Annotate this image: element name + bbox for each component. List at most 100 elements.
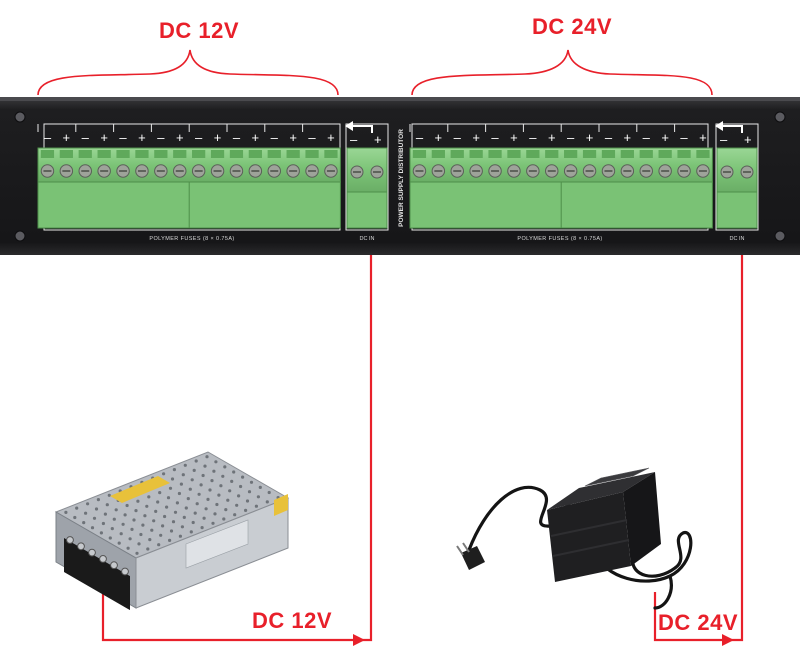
terminal-wire-entry	[582, 150, 597, 158]
terminal-wire-entry	[97, 150, 111, 158]
dcin-arrowhead-right	[715, 121, 723, 131]
rack-screw	[14, 230, 26, 242]
psu-vent-hole	[132, 518, 136, 522]
dcin-frame-left	[345, 123, 389, 231]
channel-minus-sign: –	[119, 130, 127, 145]
psu-vent-hole	[112, 517, 116, 521]
terminal-block-left: –+–+–+–+–+–+–+–+	[37, 124, 341, 229]
psu-vent-hole	[205, 455, 209, 459]
psu-vent-hole	[191, 520, 195, 525]
psu-vent-hole	[265, 500, 269, 504]
panel-edge-top	[0, 97, 800, 101]
terminal-wire-entry	[192, 150, 206, 158]
psu-vent-hole	[244, 508, 248, 512]
psu-vent-hole	[172, 468, 176, 472]
psu-vent-hole	[86, 502, 90, 506]
channel-minus-sign: –	[44, 130, 52, 145]
psu-vent-hole	[169, 529, 174, 533]
fuse-text-right: POLYMER FUSES (8 × 0.75A)	[517, 236, 602, 242]
terminal-wire-entry	[286, 150, 300, 158]
panel-vertical-title: POWER SUPPLY DISTRIBUTOR	[398, 129, 405, 227]
psu-vent-hole	[130, 527, 134, 531]
psu-vent-hole	[267, 490, 271, 495]
psu-vent-hole	[134, 509, 138, 513]
psu-vent-hole	[212, 469, 216, 473]
terminal-wire-entry	[135, 150, 149, 158]
adapter-body-side	[623, 472, 661, 566]
plug-pin	[462, 542, 470, 553]
psu-vent-hole	[175, 501, 179, 505]
adapter-rib	[550, 519, 628, 537]
terminal-wire-entry	[248, 150, 262, 158]
channel-plus-sign: +	[548, 130, 556, 145]
psu-vent-hole	[256, 495, 260, 499]
psu-vent-hole	[119, 532, 123, 536]
psu-terminal-strip	[64, 538, 130, 610]
psu-vent-hole	[226, 498, 230, 502]
arrow-24v	[722, 634, 734, 646]
psu-vent-hole	[168, 486, 173, 490]
terminal-wire-entry	[488, 150, 502, 158]
psu-vent-hole	[99, 531, 103, 535]
psu-vent-hole	[232, 470, 236, 474]
psu-vent-hole	[128, 537, 132, 541]
psu-vent-hole	[152, 519, 156, 523]
channel-minus-sign: –	[157, 130, 165, 145]
psu-vent-hole	[233, 513, 237, 517]
psu-vent-hole	[136, 499, 140, 503]
psu-vent-hole	[190, 478, 194, 482]
channel-plus-sign: +	[510, 130, 518, 145]
psu-vent-hole	[214, 460, 218, 464]
channel-minus-sign: –	[605, 130, 613, 145]
psu-screw	[121, 567, 129, 576]
adapter-plug	[461, 546, 485, 570]
label-dc12v-top: DC 12V	[159, 18, 240, 43]
psu-vent-hole	[146, 547, 150, 551]
psu-vent-hole	[224, 508, 228, 512]
terminal-wire-entry	[620, 150, 634, 158]
psu-vent-hole	[108, 536, 112, 540]
channel-plus-sign: +	[699, 130, 707, 145]
rack-screw	[774, 230, 786, 242]
psu-vent-hole	[105, 503, 109, 507]
adapter-rib	[552, 539, 630, 557]
terminal-wire-entry	[526, 150, 540, 158]
psu-vent-hole	[90, 526, 95, 530]
terminal-wire-entry	[545, 150, 559, 158]
channel-plus-sign: +	[63, 130, 71, 145]
terminal-wire-entry	[564, 150, 578, 158]
psu-vent-hole	[206, 497, 210, 501]
psu-vent-hole	[177, 491, 181, 496]
channel-plus-sign: +	[138, 130, 146, 145]
terminal-wire-entry	[267, 150, 281, 158]
channel-minus-sign: –	[195, 130, 203, 145]
psu-screw	[99, 555, 107, 563]
psu-vent-hole	[213, 512, 217, 516]
channel-plus-sign: +	[100, 130, 108, 145]
psu-vent-hole	[219, 484, 223, 488]
switching-power-supply-image	[54, 451, 290, 610]
terminal-wire-entry	[469, 150, 483, 158]
psu-screw	[110, 561, 118, 570]
psu-vent-hole	[96, 498, 100, 502]
terminal-wire-entry	[431, 150, 445, 158]
psu-vent-hole	[203, 464, 207, 468]
psu-vent-hole	[121, 522, 125, 526]
channel-plus-sign: +	[252, 130, 260, 145]
psu-vent-hole	[179, 482, 183, 486]
psu-vent-hole	[184, 506, 188, 510]
channel-minus-sign: –	[680, 130, 688, 145]
terminal-wire-entry	[116, 150, 130, 158]
psu-vent-hole	[195, 502, 199, 506]
adapter-body-top	[547, 472, 655, 510]
psu-vent-hole	[235, 503, 239, 507]
psu-vent-hole	[200, 526, 204, 530]
channel-minus-sign: –	[454, 130, 462, 145]
psu-vent-hole	[159, 533, 163, 537]
terminal-wire-entry	[40, 150, 55, 158]
terminal-wire-entry	[154, 150, 168, 158]
terminal-wire-entry	[324, 150, 338, 158]
psu-vent-hole	[245, 499, 250, 503]
channel-plus-sign: +	[327, 130, 335, 145]
psu-vent-hole	[145, 504, 149, 508]
